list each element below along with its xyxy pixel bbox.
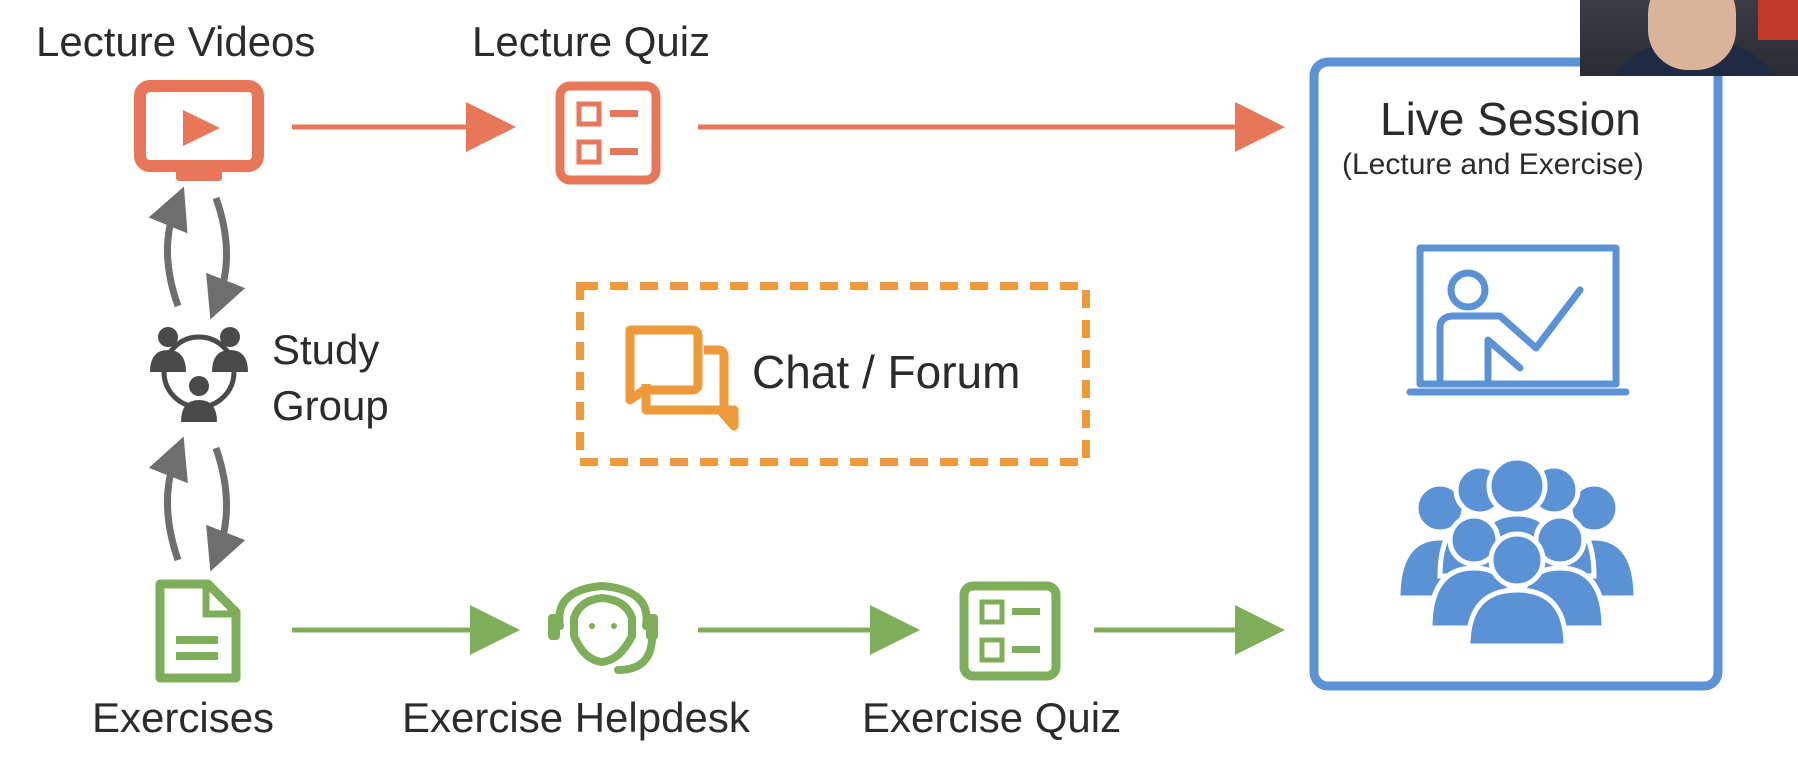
study-group-exercises-arrows — [148, 436, 246, 572]
lecture-videos-label: Lecture Videos — [36, 18, 316, 65]
chat-forum-label: Chat / Forum — [752, 346, 1021, 398]
document-icon — [155, 579, 241, 683]
quiz-checklist-icon — [555, 81, 661, 185]
live-session-title: Live Session — [1380, 93, 1641, 145]
live-session-box — [1309, 57, 1723, 691]
webcam-video-overlay — [1580, 0, 1798, 76]
headset-support-icon — [548, 581, 658, 674]
study-group-label-line1: Study — [272, 326, 380, 373]
webcam-person-face — [1648, 0, 1736, 70]
exercises-label: Exercises — [92, 694, 275, 741]
webcam-background-accent — [1758, 0, 1798, 40]
video-monitor-icon — [134, 80, 264, 181]
audience-crowd-icon — [1395, 455, 1639, 649]
study-group-label: Study Group — [272, 322, 389, 434]
exercise-quiz-label: Exercise Quiz — [862, 694, 1122, 741]
teacher-whiteboard-icon — [1406, 244, 1630, 396]
study-group-icon — [150, 327, 248, 422]
chat-forum-box — [576, 282, 1090, 466]
lecture-quiz-label: Lecture Quiz — [472, 18, 711, 65]
study-group-label-line2: Group — [272, 382, 389, 429]
exercise-helpdesk-label: Exercise Helpdesk — [402, 694, 750, 741]
chat-bubbles-icon — [625, 325, 739, 431]
live-session-subtitle: (Lecture and Exercise) — [1342, 148, 1644, 181]
quiz-checklist-icon-exercise — [959, 581, 1061, 681]
study-group-videos-arrows — [148, 186, 246, 320]
